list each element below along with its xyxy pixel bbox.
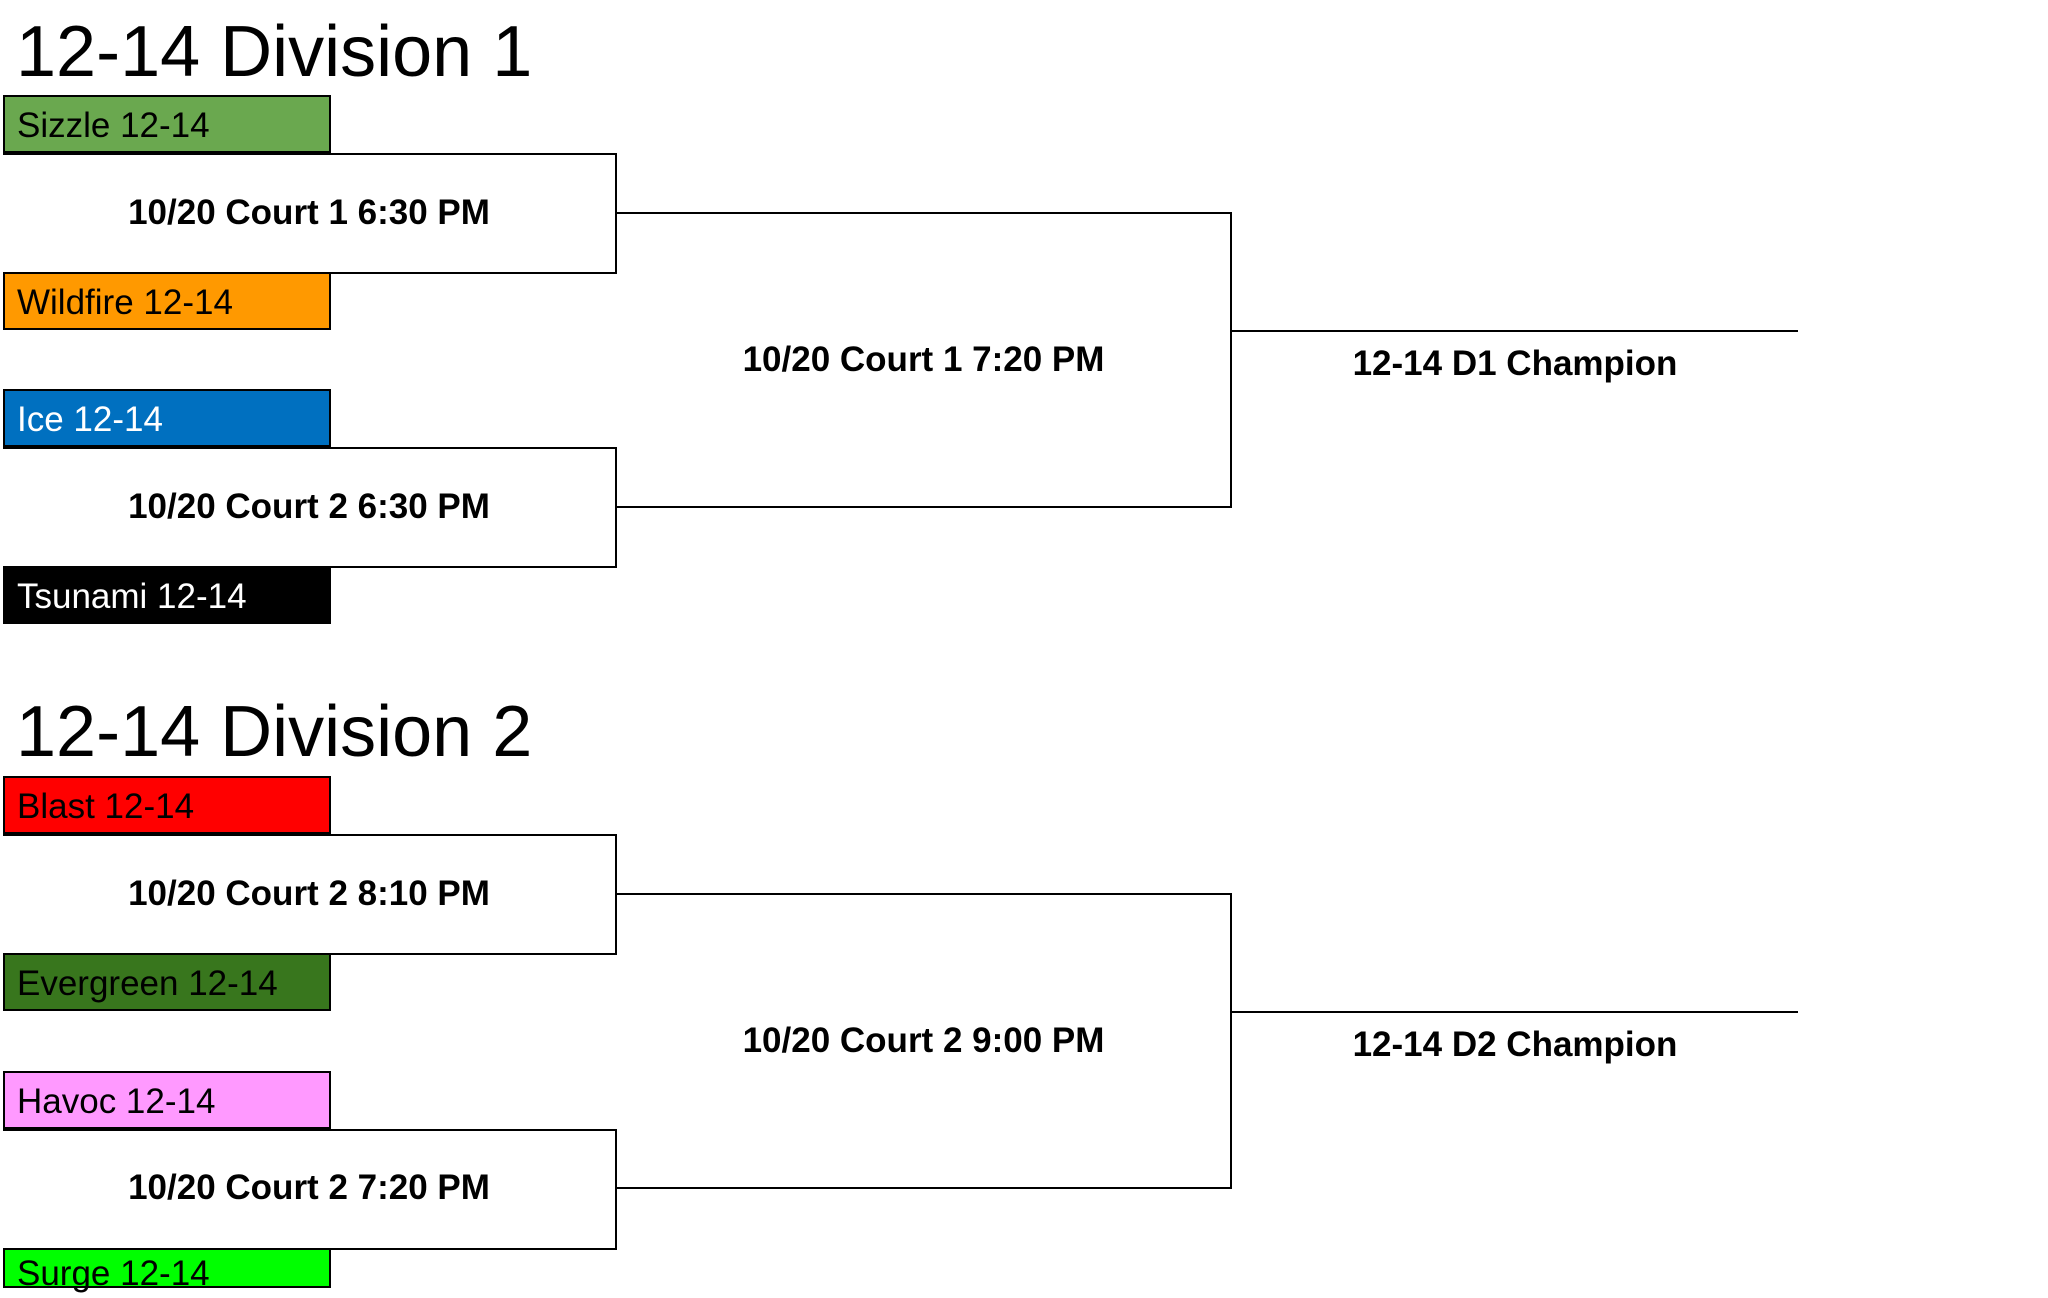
bracket-line — [615, 1129, 617, 1250]
champion-label: 12-14 D2 Champion — [1352, 1025, 1678, 1064]
division-2-title: 12-14 Division 2 — [16, 692, 533, 772]
bracket-line — [1230, 893, 1232, 1189]
team-slot-wildfire: Wildfire 12-14 — [3, 272, 331, 330]
division-1-title: 12-14 Division 1 — [16, 12, 533, 92]
team-slot-evergreen: Evergreen 12-14 — [3, 953, 331, 1011]
bracket-line — [615, 212, 1232, 214]
bracket-line — [3, 1248, 617, 1250]
champion-label: 12-14 D1 Champion — [1352, 344, 1678, 383]
game-label-semifinal-2: 10/20 Court 2 6:30 PM — [128, 487, 490, 526]
bracket-line — [3, 1129, 617, 1131]
game-label-final: 10/20 Court 1 7:20 PM — [742, 340, 1105, 379]
bracket-line — [615, 506, 1232, 508]
team-slot-ice: Ice 12-14 — [3, 389, 331, 447]
bracket-line — [615, 893, 1232, 895]
game-label-semifinal-2: 10/20 Court 2 7:20 PM — [128, 1168, 490, 1207]
team-slot-blast: Blast 12-14 — [3, 776, 331, 834]
champion-line — [1230, 1011, 1798, 1013]
bracket-line — [3, 953, 617, 955]
team-slot-sizzle: Sizzle 12-14 — [3, 95, 331, 153]
team-slot-surge: Surge 12-14 — [3, 1248, 331, 1293]
bracket-line — [3, 272, 617, 274]
bracket-line — [3, 566, 617, 568]
bracket-line — [3, 447, 617, 449]
bracket-line — [3, 153, 617, 155]
game-label-final: 10/20 Court 2 9:00 PM — [742, 1021, 1105, 1060]
bracket-line — [1230, 212, 1232, 508]
game-label-semifinal-1: 10/20 Court 2 8:10 PM — [128, 874, 490, 913]
champion-line — [1230, 330, 1798, 332]
team-slot-tsunami: Tsunami 12-14 — [3, 566, 331, 624]
bracket-line — [615, 1187, 1232, 1189]
game-label-semifinal-1: 10/20 Court 1 6:30 PM — [128, 193, 490, 232]
team-slot-havoc: Havoc 12-14 — [3, 1071, 331, 1129]
bracket-line — [3, 834, 617, 836]
